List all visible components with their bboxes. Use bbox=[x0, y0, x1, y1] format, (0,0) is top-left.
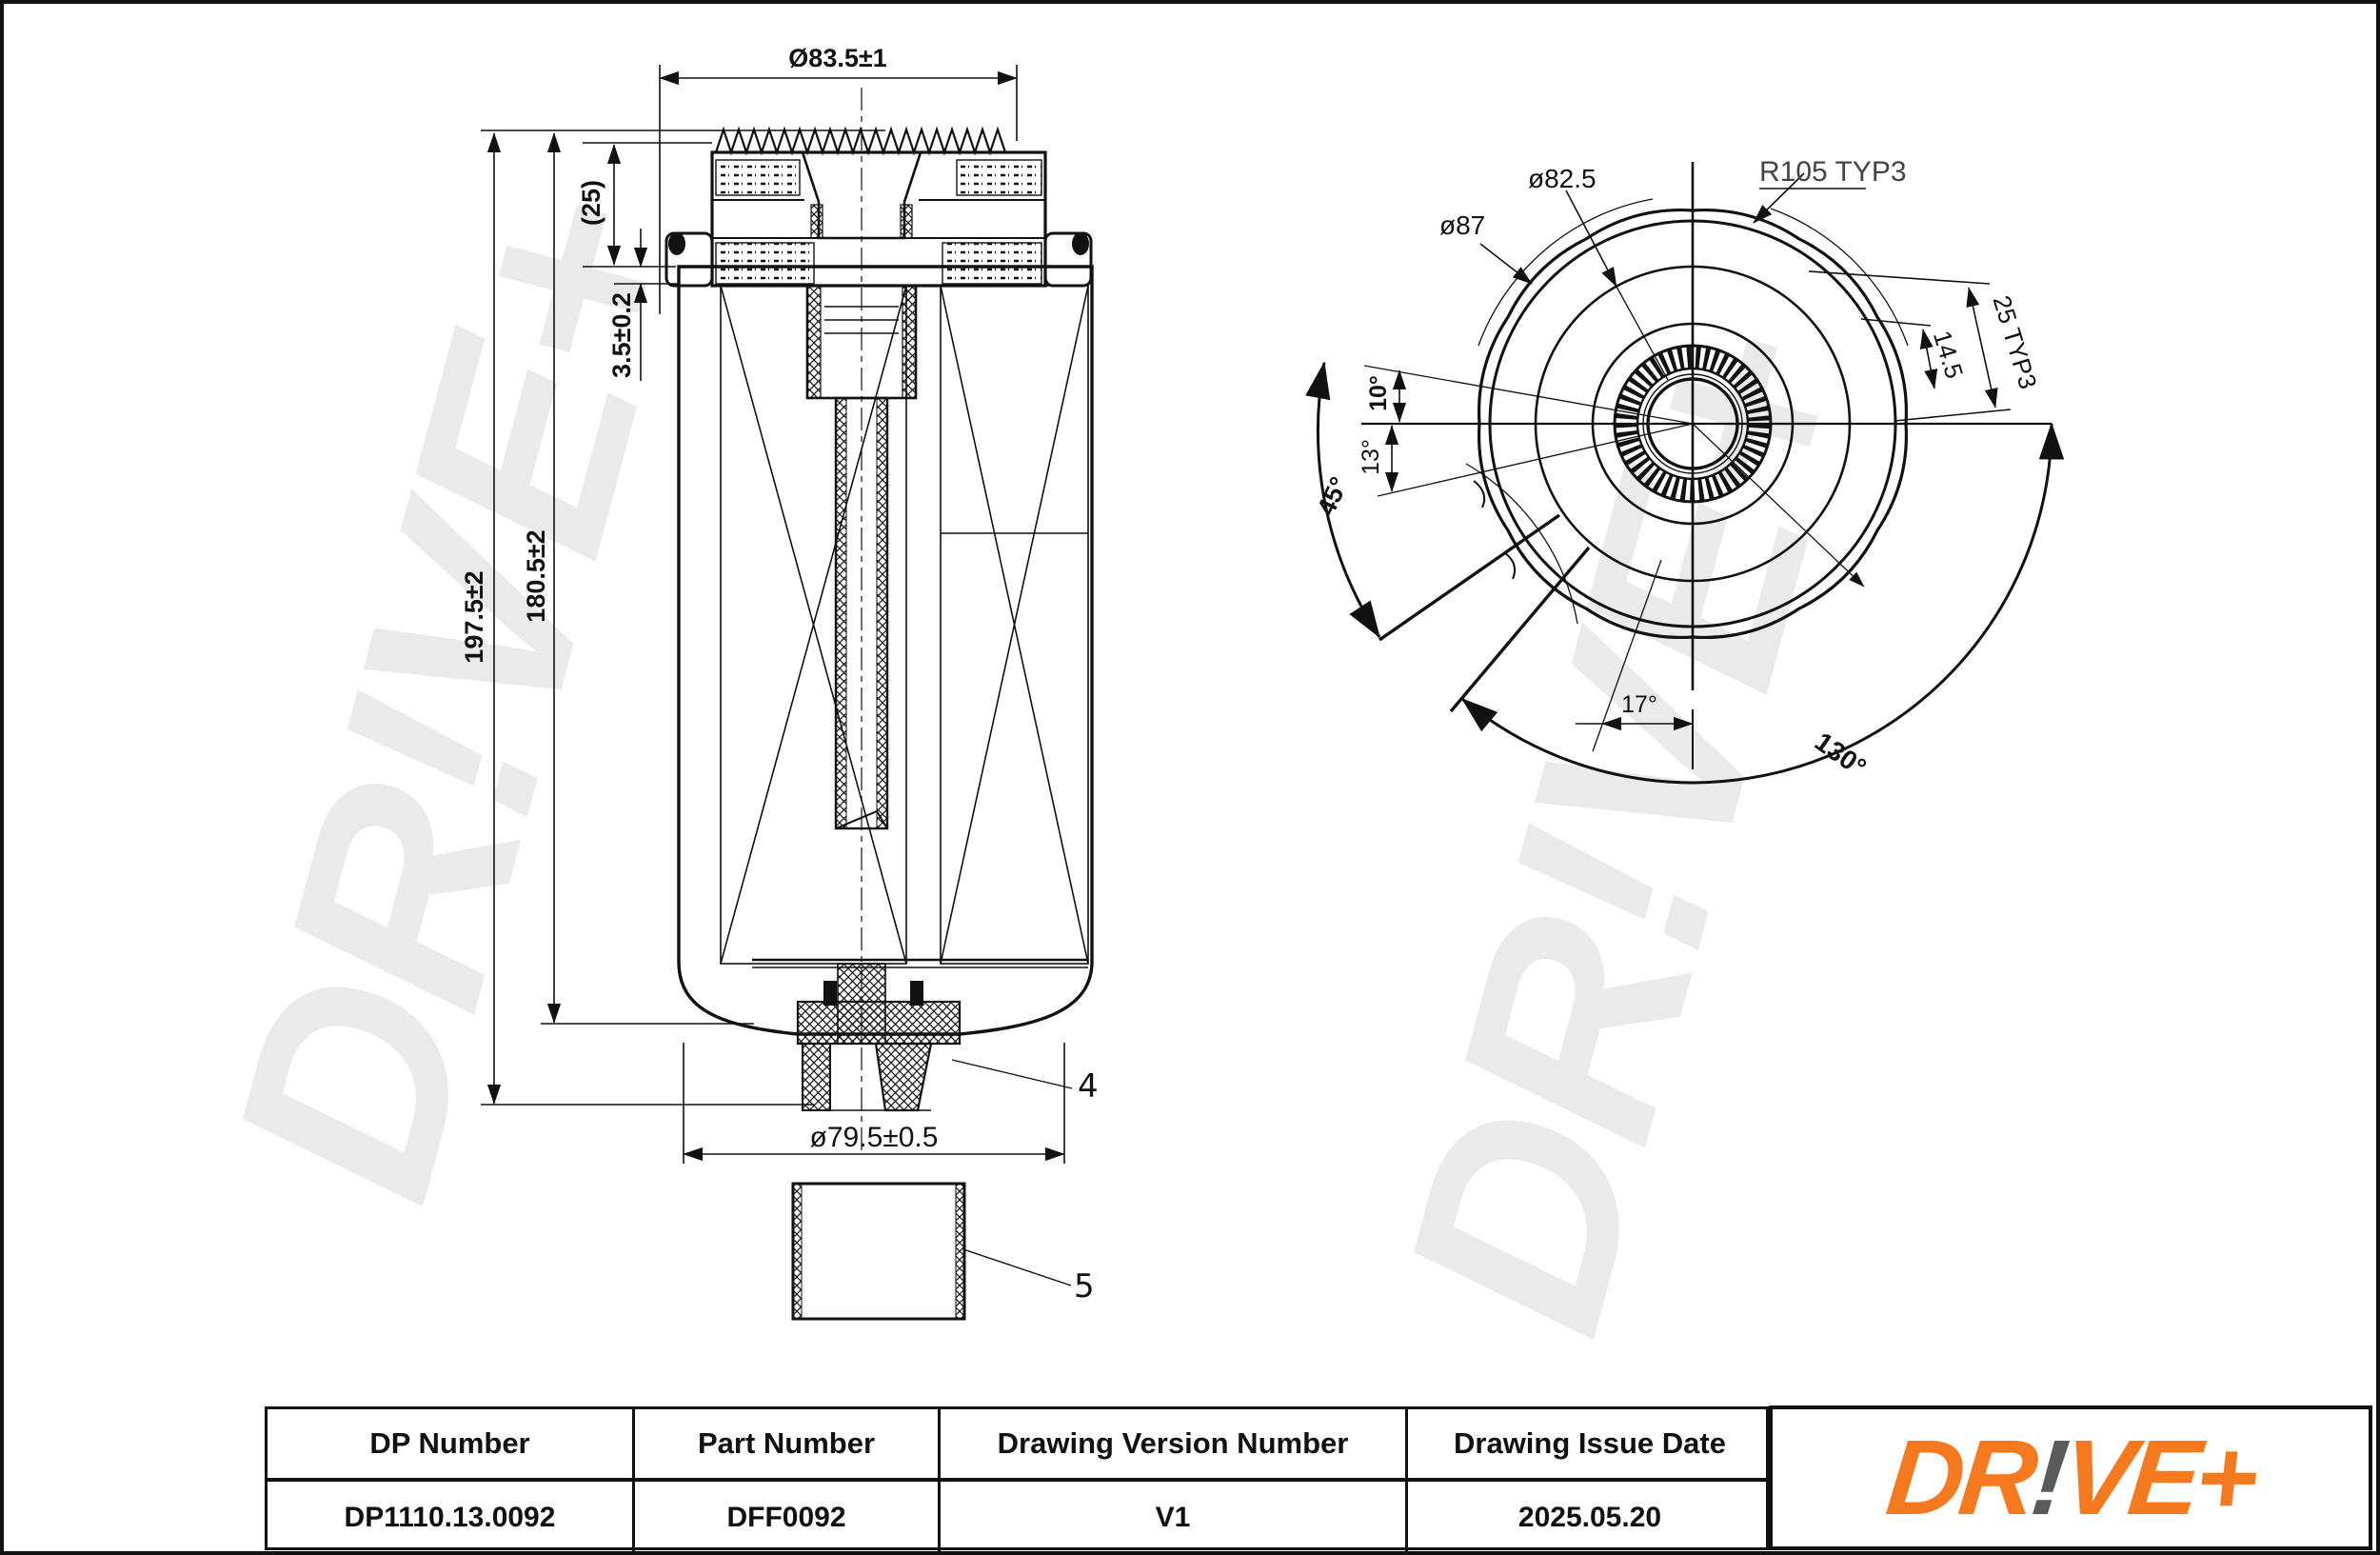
logo-part1: DR bbox=[1881, 1418, 2039, 1537]
header-drawing-version: Drawing Version Number bbox=[941, 1409, 1408, 1482]
radial-10deg bbox=[1363, 365, 1694, 425]
leader-radius bbox=[1753, 172, 1805, 224]
side-view bbox=[664, 88, 1094, 1321]
angle-17-label: 17° bbox=[1621, 691, 1657, 718]
leader-inner-diameter bbox=[1565, 189, 1617, 288]
callout-accessory: 5 bbox=[1074, 1267, 1095, 1306]
value-drawing-version: V1 bbox=[941, 1482, 1408, 1553]
dim-lug-inner-line bbox=[1919, 329, 1938, 389]
seal-left bbox=[668, 232, 685, 255]
header-dp-number: DP Number bbox=[268, 1409, 635, 1482]
angle-45-label: 45° bbox=[1312, 472, 1354, 520]
cap-serration bbox=[714, 126, 1007, 156]
value-part-number: DFF0092 bbox=[635, 1482, 941, 1553]
side-view-labels: Ø83.5±1 197.5±2 180.5±2 (25) 3.5±0.2 ø79… bbox=[460, 44, 1099, 1306]
seal-right bbox=[1072, 232, 1089, 255]
logo-part2: VE+ bbox=[2056, 1418, 2260, 1537]
title-block: DP Number Part Number Drawing Version Nu… bbox=[265, 1406, 1772, 1553]
cap-tab-left bbox=[664, 231, 714, 288]
dim-radius-label: R105 TYP3 bbox=[1759, 156, 1907, 188]
filter-element-right bbox=[940, 285, 1089, 965]
accessory-part bbox=[791, 1182, 966, 1321]
side-view-dimensions bbox=[481, 65, 1073, 1286]
angle-13-label: 13° bbox=[1358, 439, 1384, 475]
dim-lug-width-line bbox=[1966, 287, 1998, 409]
watermark-left: DR!VE+ bbox=[171, 168, 742, 1227]
dim-bottom-diameter-label: ø79.5±0.5 bbox=[810, 1122, 939, 1153]
leader-drain-plug bbox=[951, 1059, 1073, 1089]
dim-total-height-label: 197.5±2 bbox=[460, 570, 488, 663]
callout-drain-plug: 4 bbox=[1078, 1067, 1099, 1106]
dim-body-height-label: 180.5±2 bbox=[522, 529, 550, 622]
svg-text:DR!VE+: DR!VE+ bbox=[171, 168, 742, 1227]
value-dp-number: DP1110.13.0092 bbox=[268, 1482, 635, 1553]
arc-130deg bbox=[1460, 422, 2065, 785]
angle-10-label: 10° bbox=[1365, 375, 1392, 411]
top-view-dimensions bbox=[1305, 172, 2065, 785]
header-part-number: Part Number bbox=[635, 1409, 941, 1482]
leader-accessory bbox=[962, 1248, 1072, 1286]
arc-45deg bbox=[1305, 361, 1381, 639]
filter-element-left bbox=[720, 285, 907, 965]
dim-cap-diameter-label: Ø83.5±1 bbox=[788, 44, 886, 72]
header-issue-date: Drawing Issue Date bbox=[1408, 1409, 1772, 1482]
dim-lug-width-label: 25 TYP3 bbox=[1988, 292, 2043, 392]
value-issue-date: 2025.05.20 bbox=[1517, 1501, 1662, 1533]
brand-logo: DR!VE+ bbox=[1882, 1418, 2260, 1537]
logo-box: DR!VE+ bbox=[1769, 1405, 2372, 1550]
dim-seam-label: 3.5±0.2 bbox=[607, 292, 636, 378]
leader-outer-diameter bbox=[1479, 243, 1533, 285]
drain-plug bbox=[874, 1042, 933, 1112]
dim-outer-diameter-label: ø87 bbox=[1439, 210, 1485, 240]
dim-cap-height-label: (25) bbox=[577, 180, 605, 226]
dim-inner-diameter-label: ø82.5 bbox=[1528, 164, 1597, 193]
dim-lug-inner-label: 14.5 bbox=[1928, 328, 1969, 382]
